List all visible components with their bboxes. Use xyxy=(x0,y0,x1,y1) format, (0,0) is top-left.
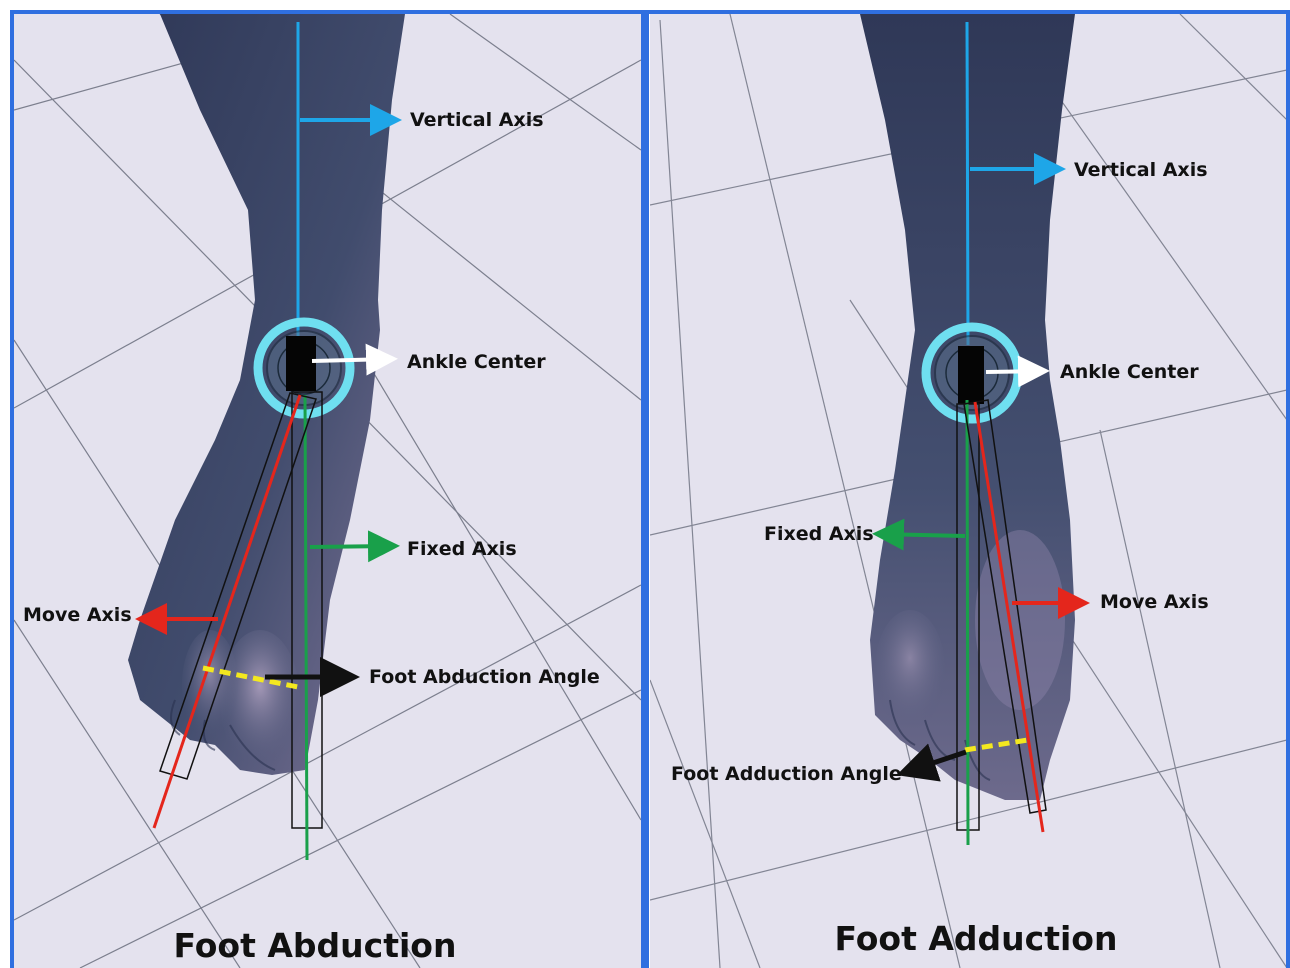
vertical-axis-label-left: Vertical Axis xyxy=(410,109,544,131)
move-axis-label-right: Move Axis xyxy=(1100,591,1209,613)
panel-title-right: Foot Adduction xyxy=(835,919,1118,958)
angle-label-right: Foot Adduction Angle xyxy=(671,763,902,785)
vertical-axis-label-right: Vertical Axis xyxy=(1074,159,1208,181)
panel-title-left: Foot Abduction xyxy=(174,926,457,965)
ankle-center-label-left: Ankle Center xyxy=(407,351,546,373)
fixed-axis-label-right: Fixed Axis xyxy=(764,523,874,545)
ankle-center-arrow-right xyxy=(986,371,1042,372)
move-axis-label-left: Move Axis xyxy=(23,604,132,626)
vertical-axis-right xyxy=(967,22,968,345)
ankle-center-label-right: Ankle Center xyxy=(1060,361,1199,383)
fixed-axis-arrow-right xyxy=(880,534,965,536)
angle-label-left: Foot Abduction Angle xyxy=(369,666,600,688)
fixed-axis-label-left: Fixed Axis xyxy=(407,538,517,560)
ankle-center-arrow-left xyxy=(312,359,390,361)
panel-abduction: Vertical Axis Ankle Center Fixed Axis Mo… xyxy=(14,14,641,968)
panel-adduction: Vertical Axis Ankle Center Fixed Axis Mo… xyxy=(650,14,1287,968)
fixed-axis-arrow-left xyxy=(310,546,392,547)
